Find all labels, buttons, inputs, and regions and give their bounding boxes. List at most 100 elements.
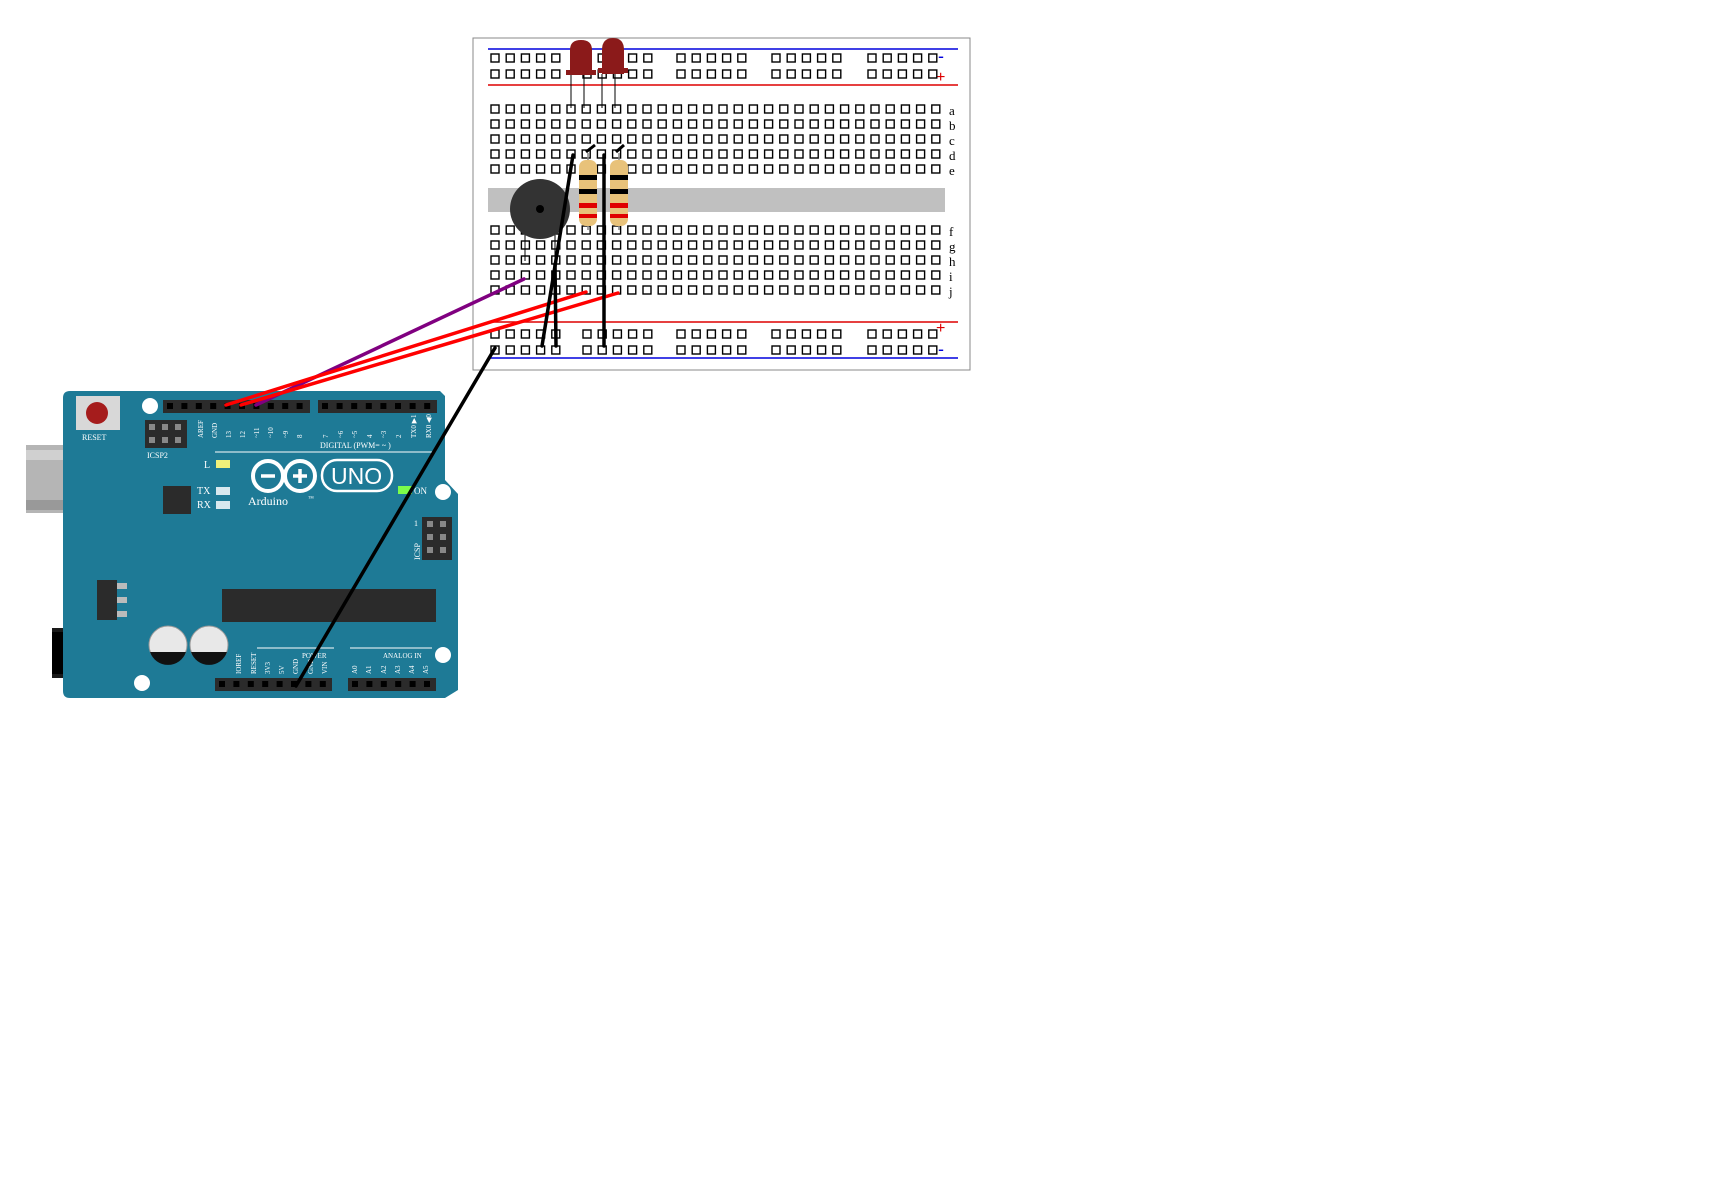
breadboard-hole[interactable] [520,119,531,129]
breadboard-hole[interactable] [748,240,759,250]
header-pin[interactable] [267,403,274,409]
breadboard-hole[interactable] [490,240,500,250]
breadboard-hole[interactable] [490,164,500,174]
breadboard-hole[interactable] [763,285,774,295]
breadboard-hole[interactable] [915,104,926,114]
breadboard-hole[interactable] [855,255,865,265]
breadboard-hole[interactable] [900,119,911,129]
breadboard-hole[interactable] [733,225,743,235]
breadboard-hole[interactable] [779,104,789,114]
breadboard-hole[interactable] [672,104,683,114]
rail-hole[interactable] [721,69,732,79]
header-pin[interactable] [352,681,358,687]
breadboard-hole[interactable] [885,149,895,159]
breadboard-hole[interactable] [611,104,622,114]
breadboard-hole[interactable] [642,104,652,114]
jumper-c-1[interactable] [585,143,596,154]
rail-hole[interactable] [816,329,827,339]
breadboard-hole[interactable] [824,285,835,295]
rail-hole[interactable] [627,69,638,79]
rail-hole[interactable] [676,69,686,79]
rail-hole[interactable] [737,345,747,355]
header-pin[interactable] [233,681,240,687]
breadboard-hole[interactable] [611,255,622,265]
rail-hole[interactable] [897,329,908,339]
breadboard-hole[interactable] [611,225,622,235]
breadboard-hole[interactable] [870,270,880,280]
rail-hole[interactable] [505,345,515,355]
breadboard-hole[interactable] [718,240,728,250]
rail-hole[interactable] [867,329,877,339]
breadboard-hole[interactable] [839,119,850,129]
header-pin[interactable] [424,681,430,687]
wire-black-gnd-to-rail[interactable] [294,346,497,688]
rail-hole[interactable] [912,69,923,79]
breadboard-hole[interactable] [611,134,622,144]
breadboard-hole[interactable] [763,255,774,265]
breadboard-hole[interactable] [885,240,895,250]
rail-hole[interactable] [928,345,938,355]
rail-hole[interactable] [676,345,686,355]
rail-hole[interactable] [832,69,842,79]
breadboard-hole[interactable] [490,149,500,159]
rail-hole[interactable] [520,69,531,79]
breadboard-hole[interactable] [535,149,546,159]
breadboard-hole[interactable] [794,119,804,129]
header-pin[interactable] [409,403,416,409]
rail-hole[interactable] [912,53,923,63]
breadboard-hole[interactable] [505,119,515,129]
rail-hole[interactable] [582,329,592,339]
breadboard-hole[interactable] [900,255,911,265]
breadboard-hole[interactable] [642,285,652,295]
breadboard-hole[interactable] [794,164,804,174]
header-pin[interactable] [167,403,173,409]
rail-hole[interactable] [882,53,892,63]
breadboard-hole[interactable] [900,240,911,250]
breadboard-hole[interactable] [839,270,850,280]
breadboard-hole[interactable] [520,164,531,174]
rail-hole[interactable] [706,345,717,355]
rail-hole[interactable] [786,345,796,355]
breadboard-hole[interactable] [839,149,850,159]
breadboard-hole[interactable] [703,240,713,250]
breadboard-hole[interactable] [672,240,683,250]
rail-hole[interactable] [691,329,701,339]
breadboard-hole[interactable] [566,119,576,129]
rail-hole[interactable] [897,53,908,63]
breadboard-hole[interactable] [703,119,713,129]
breadboard-hole[interactable] [779,225,789,235]
rail-hole[interactable] [832,329,842,339]
breadboard-hole[interactable] [870,134,880,144]
breadboard-hole[interactable] [535,255,546,265]
rail-hole[interactable] [627,345,638,355]
breadboard-hole[interactable] [763,149,774,159]
header-pin[interactable] [395,681,402,687]
rail-hole[interactable] [771,329,781,339]
breadboard-hole[interactable] [627,149,637,159]
breadboard-hole[interactable] [535,285,546,295]
breadboard-hole[interactable] [794,225,804,235]
breadboard-hole[interactable] [885,285,895,295]
breadboard-hole[interactable] [520,134,531,144]
rail-hole[interactable] [520,53,531,63]
breadboard-hole[interactable] [718,149,728,159]
breadboard-hole[interactable] [855,285,865,295]
breadboard-hole[interactable] [490,225,500,235]
breadboard-hole[interactable] [748,225,759,235]
rail-hole[interactable] [612,345,623,355]
breadboard-hole[interactable] [824,270,835,280]
header-pin[interactable] [366,681,373,687]
breadboard-hole[interactable] [718,104,728,114]
header-pin[interactable] [296,403,303,409]
breadboard-hole[interactable] [763,134,774,144]
header-pin[interactable] [336,403,343,409]
breadboard-hole[interactable] [931,285,941,295]
breadboard-hole[interactable] [809,119,819,129]
breadboard-hole[interactable] [870,240,880,250]
rail-hole[interactable] [928,69,938,79]
rail-hole[interactable] [597,329,607,339]
breadboard-hole[interactable] [535,119,546,129]
header-pin[interactable] [262,681,269,687]
rail-hole[interactable] [520,345,531,355]
breadboard-hole[interactable] [672,149,683,159]
